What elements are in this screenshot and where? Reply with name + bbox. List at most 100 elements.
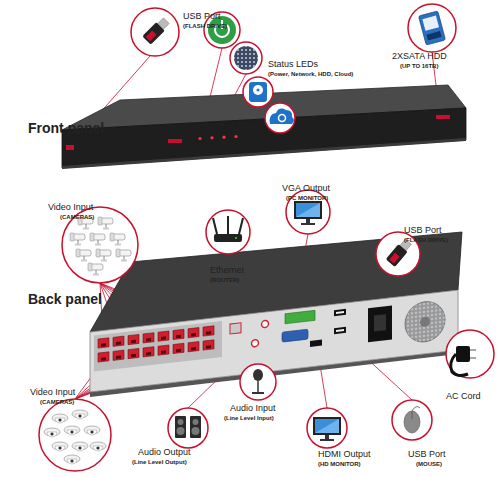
callout-label: Status LEDs (268, 60, 318, 70)
front-panel-device-part (168, 139, 182, 143)
callout-sublabel: (MOUSE) (416, 461, 442, 468)
callout-sublabel: (CAMERAS) (40, 399, 74, 406)
callout-icons-part (253, 85, 263, 95)
back-panel-device-part-part (336, 311, 344, 314)
callout-label: HDMI Output (318, 450, 371, 460)
callout-icons-part (313, 417, 341, 441)
callout-sublabel: (UP TO 16TB) (400, 63, 438, 70)
back-panel-device-part-part (128, 348, 139, 358)
callout-icons-part (70, 233, 85, 246)
back-panel-device-part-part (98, 352, 109, 362)
front-panel-device-part (198, 137, 201, 140)
callout-sublabel: (CAMERAS) (60, 214, 94, 221)
callout-sublabel: (Line Level Output) (132, 459, 187, 466)
callout-icons-part (239, 218, 243, 234)
back-panel-device-part-part (158, 331, 169, 341)
back-panel-device-part-part (252, 339, 259, 347)
callout-sublabel: (Line Level Input) (224, 415, 274, 422)
callout-sublabel: (HD MONITOR) (318, 461, 361, 468)
callout-icons-part (234, 46, 258, 70)
front-panel-device-part (62, 108, 466, 168)
callout-icons-part (177, 427, 185, 435)
callout-icons-part-part (418, 11, 445, 45)
callout-circles-part (286, 190, 330, 234)
back-panel-device-part-part (173, 329, 184, 339)
callout-icons-part (234, 46, 258, 70)
callout-icons-part (52, 442, 68, 451)
callout-icons-part (270, 109, 294, 124)
callout-icons-part (257, 381, 259, 392)
front-panel-device-part (62, 138, 466, 169)
callout-circles-part (265, 103, 295, 133)
callout-icons-part (110, 233, 125, 246)
back-panel-device-part-part (173, 343, 184, 353)
callout-sublabel: (FLASH DRIVE) (183, 23, 227, 30)
back-panel-device-part-part (188, 328, 199, 338)
callout-icons-part (279, 115, 286, 122)
callout-icons-part (192, 427, 200, 435)
front-panel-device-part (234, 135, 237, 138)
front-panel-device-part (210, 136, 213, 139)
back-panel-device-part-part (405, 300, 445, 345)
callout-icons-part (193, 419, 199, 425)
back-panel-device-part-part (94, 321, 222, 372)
callout-circles-part (240, 364, 276, 400)
back-panel-device-part-part (285, 310, 315, 323)
callout-circles-part (446, 330, 494, 378)
callout-icons-part (257, 89, 260, 92)
back-panel-device-part-part (113, 336, 124, 346)
callout-sublabel: (PC MONITOR) (286, 195, 328, 202)
callout-icons-part (64, 455, 80, 464)
callout-icons-part (84, 426, 100, 435)
callout-icons-part (90, 442, 106, 451)
callout-label: Ethernet (210, 266, 244, 276)
callout-icons-part (76, 249, 91, 262)
callout-label: Video Input (30, 388, 75, 398)
back-panel-device-part-part (334, 309, 346, 316)
callout-circles-part (206, 210, 250, 254)
callout-icons-part (227, 216, 229, 234)
back-panel-device-part-part (188, 342, 199, 352)
callout-icons-part (252, 392, 264, 394)
callout-circles-part (307, 408, 347, 448)
callout-icons-part (470, 349, 476, 351)
callout-icons-part (90, 233, 105, 246)
callout-icons-part (235, 237, 237, 239)
back-panel-device-part-part (230, 323, 241, 334)
back-panel-device-part-part (158, 345, 169, 355)
callout-sublabel: (Power, Network, HDD, Cloud) (268, 71, 353, 78)
callout-circles-part (39, 399, 111, 471)
callout-label: AC Cord (446, 392, 481, 402)
callout-icons-part (456, 346, 470, 362)
callout-icons-part (175, 416, 186, 438)
panel-title: Front panel (28, 121, 104, 136)
callout-icons-part-part (427, 31, 442, 40)
callout-icons-part (412, 411, 413, 419)
callout-label: USB Port (183, 12, 221, 22)
callout-label: VGA Output (282, 184, 330, 194)
back-panel-device-part-part (420, 316, 430, 327)
back-panel-device-part-part (203, 326, 214, 336)
back-panel-device-part-part (203, 340, 214, 350)
callout-circles-part (131, 8, 179, 56)
callout-icons-part (190, 416, 201, 438)
back-panel-device-part-part (334, 327, 346, 334)
callout-circles-part (243, 77, 273, 107)
back-panel-device-part-part (374, 314, 386, 331)
callout-icons-part (98, 217, 113, 230)
front-panel-device-part (436, 115, 450, 119)
back-panel-device-part-part (282, 329, 308, 342)
callout-icons-part (72, 442, 88, 451)
callout-icons-part (44, 428, 60, 437)
panel-title: Back panel (28, 292, 102, 307)
callout-icons-part (249, 82, 267, 102)
callout-icons-part (404, 411, 420, 433)
callout-icons-part (294, 201, 322, 225)
callout-sublabel: (ROUTER) (210, 277, 239, 284)
back-panel-device-part-part (113, 350, 124, 360)
back-panel-device-part-part (143, 333, 154, 343)
callout-label: Audio Output (138, 448, 191, 458)
callout-icons-part (72, 410, 88, 419)
back-panel-device-part-part (262, 320, 269, 328)
callout-circles (39, 4, 494, 471)
